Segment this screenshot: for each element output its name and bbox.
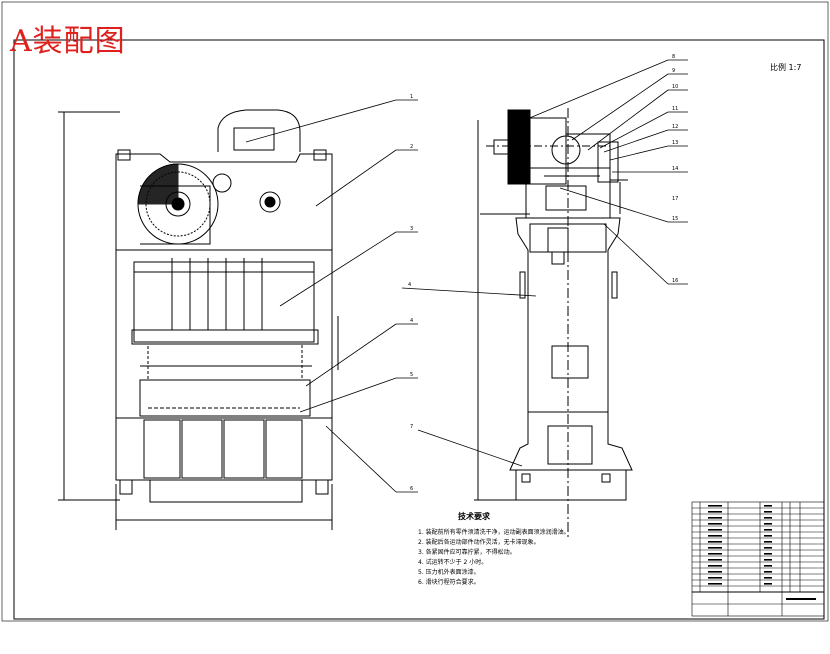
leader-lines-side [401,59,688,467]
leader-labels-side: 4 7 8 9 10 11 12 13 14 15 16 17 [408,54,678,430]
scale-label: 比例 1:7 [770,63,802,72]
leader-labels-front: 1 2 3 4 5 6 [410,94,413,492]
technical-note: 6. 滑块行程符合要求。 [418,579,480,586]
leader-label-side: 15 [672,216,678,222]
front-view [58,109,339,530]
leader-label-front: 5 [410,372,413,378]
technical-note: 2. 装配后各运动部件动作灵活，无卡滞现象。 [418,539,540,546]
leader-label-front: 4 [410,318,413,324]
technical-requirements-heading: 技术要求 [458,512,490,521]
leader-label-side: 12 [672,124,678,130]
leader-label-side: 7 [410,424,413,430]
leader-label-front: 2 [410,144,413,150]
leader-label-side: 16 [672,278,678,284]
leader-label-side: 8 [672,54,675,60]
leader-label-side: 17 [672,196,678,202]
technical-note: 1. 装配前所有零件须清洗干净，运动副表面须涂润滑油。 [418,529,570,536]
technical-requirements: 技术要求 1. 装配前所有零件须清洗干净，运动副表面须涂润滑油。 2. 装配后各… [418,512,570,588]
leader-lines-front [245,99,418,493]
technical-note: 5. 压力机外表面涂漆。 [418,569,480,576]
drawing-inner-border [13,39,825,620]
drawing-title: A装配图 [10,24,126,59]
leader-label-side: 11 [672,106,678,112]
leader-label-front: 1 [410,94,413,100]
side-view [474,108,633,540]
title-block-marks [708,505,816,600]
leader-label-side: 10 [672,84,678,90]
leader-label-front: 6 [410,486,413,492]
drawing-border [1,1,829,622]
leader-label-side: 14 [672,166,678,172]
technical-note: 3. 各紧固件应可靠拧紧，不得松动。 [418,549,516,556]
technical-note: 4. 试运转不少于 2 小时。 [418,559,488,566]
leader-label-side: 9 [672,68,675,74]
leader-label-side: 4 [408,282,411,288]
title-block [691,501,825,617]
leader-label-side: 13 [672,140,678,146]
leader-label-front: 3 [410,226,413,232]
